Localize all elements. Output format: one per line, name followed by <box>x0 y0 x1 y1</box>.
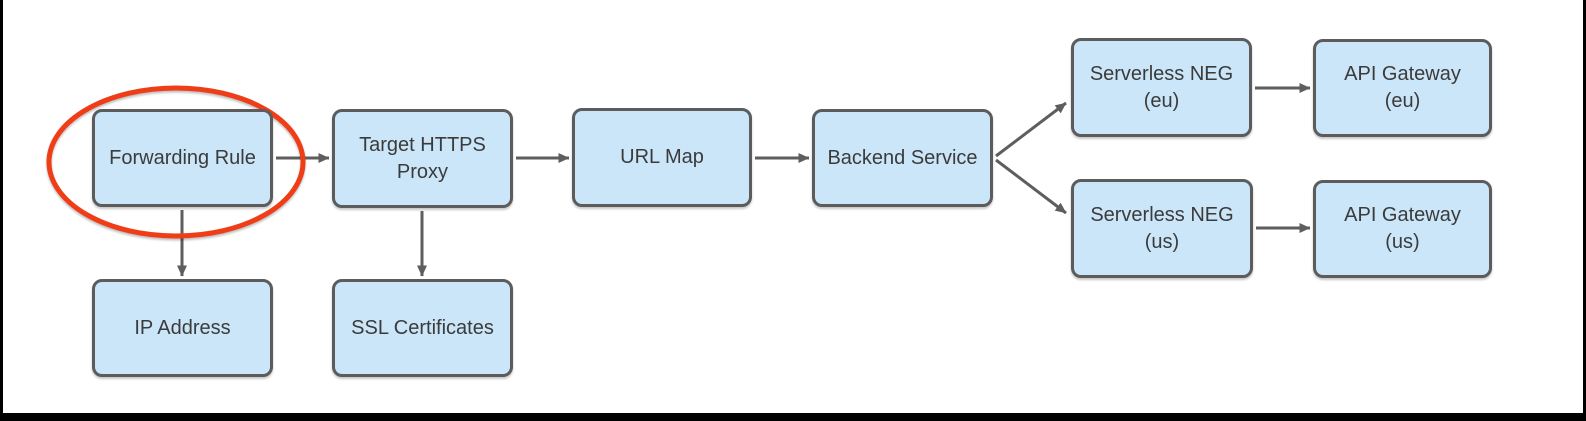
node-target-https-proxy-label: Target HTTPS Proxy <box>359 133 486 183</box>
node-target-https-proxy: Target HTTPS Proxy <box>332 109 513 208</box>
node-api-gateway-eu: API Gateway (eu) <box>1313 39 1492 137</box>
edge-backend-service-to-serverless-neg-us <box>995 158 1067 215</box>
node-api-gateway-eu-label: API Gateway (eu) <box>1344 63 1461 112</box>
node-serverless-neg-eu-label: Serverless NEG (eu) <box>1089 62 1234 112</box>
node-forwarding-rule: Forwarding Rule <box>92 109 273 207</box>
node-ip-address-label: IP Address <box>134 316 231 339</box>
node-backend-service: Backend Service <box>812 109 993 207</box>
screen-edge-bottom <box>0 413 1586 421</box>
node-serverless-neg-eu: Serverless NEG (eu) <box>1071 38 1252 137</box>
node-api-gateway-us: API Gateway (us) <box>1313 180 1492 278</box>
node-backend-service-label: Backend Service <box>827 146 978 169</box>
node-forwarding-rule-label: Forwarding Rule <box>109 146 256 169</box>
node-ssl-certificates: SSL Certificates <box>332 279 513 377</box>
screen-edge-right <box>1583 0 1586 421</box>
node-serverless-neg-us-label: Serverless NEG (us) <box>1090 203 1234 253</box>
node-ssl-certificates-label: SSL Certificates <box>351 316 494 339</box>
node-url-map-label: URL Map <box>620 146 704 168</box>
node-ip-address: IP Address <box>92 279 273 377</box>
node-serverless-neg-us: Serverless NEG (us) <box>1071 179 1253 278</box>
node-url-map: URL Map <box>572 108 752 207</box>
edge-backend-service-to-serverless-neg-eu <box>995 101 1067 158</box>
screen-edge-left <box>0 0 3 421</box>
node-api-gateway-us-label: API Gateway (us) <box>1344 204 1461 253</box>
